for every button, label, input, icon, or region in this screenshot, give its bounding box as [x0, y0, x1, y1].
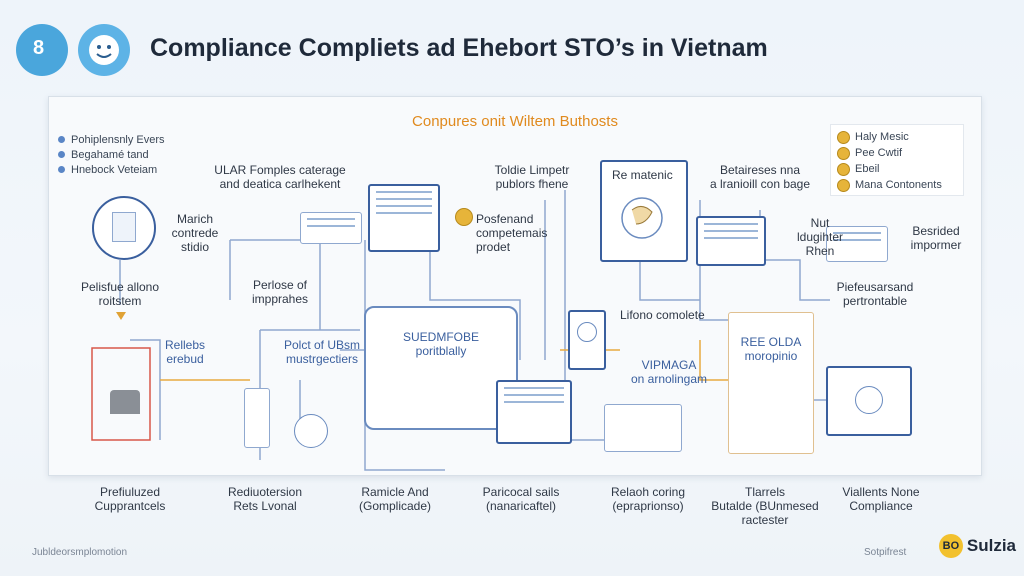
page-title: Compliance Compliets ad Ehebort STO’s in… — [150, 34, 768, 62]
besrided-label: Besrided impormer — [910, 224, 962, 252]
legend: Pohiplensnly Evers Begahamé tand Hnebock… — [58, 132, 165, 177]
screen-node — [300, 212, 362, 244]
map-node — [600, 160, 688, 262]
reeolda-label: REE OLDA moropinio — [740, 335, 802, 363]
screen-node — [826, 226, 888, 262]
remat-label: Re matenic — [612, 168, 673, 182]
lamp-icon — [110, 390, 140, 414]
polctof-label: Polct of UBsm mustrgectiers — [283, 338, 361, 366]
legend-item: Pohiplensnly Evers — [58, 132, 165, 147]
bottom-left-caption: Jubldeorsmplomotion — [32, 547, 128, 558]
key-label: Pee Cwtif — [855, 147, 903, 159]
coin-icon — [837, 130, 850, 144]
footer-label: Rediuotersion Rets Lvonal — [227, 485, 303, 513]
rellebs-label: Rellebs erebud — [164, 338, 206, 366]
bullet-icon — [58, 151, 65, 158]
screen-node — [604, 404, 682, 452]
circle-node-icon — [92, 196, 156, 260]
marich-label: Marich contrede stidio — [171, 212, 219, 254]
toldie-label: Toldie Limpetr publors fhene — [494, 163, 570, 191]
brand-logo-left: 8 — [16, 24, 68, 76]
coin-icon — [837, 146, 850, 160]
phone-node — [568, 310, 606, 370]
footer-label: Relaoh coring (epraprionso) — [610, 485, 686, 513]
key-item: Haly Mesic — [837, 129, 963, 145]
footer-label: Viallents None Compliance — [842, 485, 920, 513]
vipmaga-label: VIPMAGA on arnolingam — [630, 358, 708, 386]
bottom-right-caption: Sotpifrest — [864, 547, 907, 558]
coin-icon — [455, 208, 473, 226]
key-box: Haly Mesic Pee Cwtif Ebeil Mana Contonen… — [830, 124, 964, 196]
brand-name: Sulzia — [966, 536, 1016, 555]
device-node — [244, 388, 270, 448]
lifono-label: Lifono comolete — [620, 308, 705, 322]
document-node — [368, 184, 440, 252]
legend-item: Hnebock Veteiam — [58, 162, 165, 177]
footer-label: Paricocal sails (nanaricaftel) — [482, 485, 560, 513]
bullet-icon — [58, 166, 65, 173]
globe-icon — [621, 197, 663, 239]
brand-badge-icon: BO — [938, 534, 963, 558]
key-label: Ebeil — [855, 163, 880, 175]
screen-node — [696, 216, 766, 266]
gear-icon — [294, 414, 328, 448]
brand-mark: BO Sulzia — [938, 534, 1016, 558]
key-label: Mana Contonents — [855, 179, 942, 191]
bullet-icon — [58, 136, 65, 143]
key-item: Pee Cwtif — [837, 145, 963, 161]
key-label: Haly Mesic — [855, 131, 909, 143]
key-item: Ebeil — [837, 161, 963, 177]
legend-label: Hnebock Veteiam — [71, 163, 158, 176]
posfer-label: Posfenand competemais prodet — [476, 212, 548, 254]
key-item: Mana Contonents — [837, 177, 963, 193]
smile-face-icon — [78, 24, 130, 76]
arrow-down-icon — [116, 312, 126, 320]
pelisfue-label: Pelisfue allono roitstem — [80, 280, 160, 308]
suedm-label: SUEDMFOBE poritblally — [402, 330, 479, 358]
footer-label: Prefiuluzed Cupprantcels — [94, 485, 166, 513]
legend-label: Begahamé tand — [71, 148, 149, 161]
monitor-node — [826, 366, 912, 436]
logo-mark: 8 — [33, 37, 45, 59]
coin-icon — [837, 162, 850, 176]
nut-label: Nut ldugihter Rhen — [796, 216, 844, 258]
footer-label: Ramicle And (Gomplicade) — [358, 485, 432, 513]
panel-title: Conpures onit Wiltem Buthosts — [412, 113, 618, 130]
reeolda-node: REE OLDA moropinio — [728, 312, 814, 454]
footer-label: Tlarrels Butalde (BUnmesed ractester — [711, 485, 819, 527]
perlose-label: Perlose of impprahes — [251, 278, 309, 306]
main-process-node: SUEDMFOBE poritblally — [364, 306, 518, 430]
document-node — [496, 380, 572, 444]
betaires-label: Betaireses nna a lranioill con bage — [709, 163, 811, 191]
coin-icon — [837, 178, 850, 192]
ulfr-label: ULAR Fomples caterage and deatica carlhe… — [214, 163, 346, 191]
legend-item: Begahamé tand — [58, 147, 165, 162]
piefeusa-label: Piefeusarsand pertrontable — [836, 280, 914, 308]
legend-label: Pohiplensnly Evers — [71, 133, 165, 146]
